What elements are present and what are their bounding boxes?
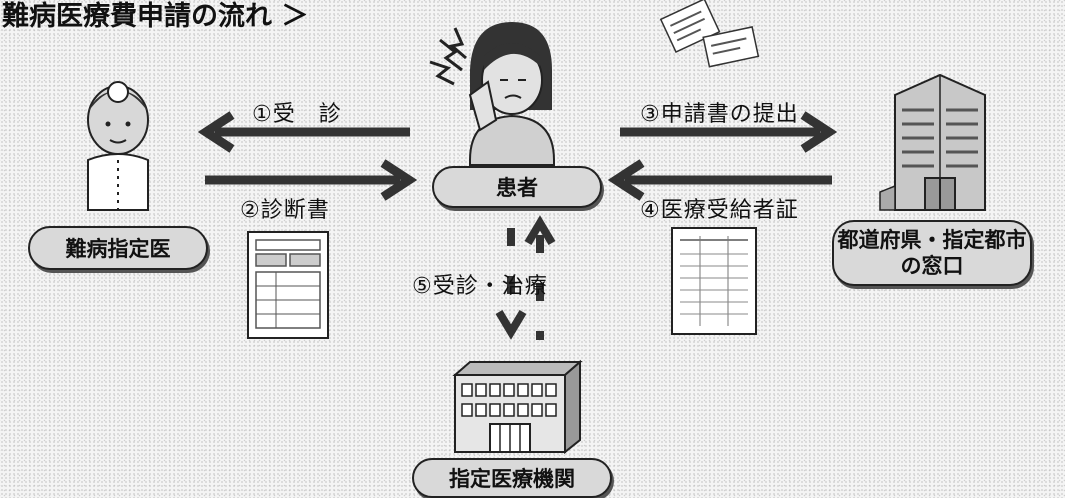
step5-label: ⑤受診・治療 [412, 274, 548, 299]
doctor-icon [87, 81, 149, 211]
diagnosis-document-icon [247, 231, 329, 339]
node-prefecture-office-line1: 都道府県・指定都市 [837, 228, 1027, 252]
arrow-step4 [607, 159, 832, 201]
arrow-step1 [197, 111, 410, 153]
node-designated-institution: 指定医療機関 [412, 458, 612, 498]
step3-label: ③申請書の提出 [640, 102, 799, 127]
node-designated-doctor-label: 難病指定医 [65, 237, 171, 261]
patient-icon [429, 22, 555, 166]
arrow-step2 [205, 159, 418, 201]
application-form-icon [659, 0, 760, 68]
arrow-step5-down [495, 228, 527, 340]
step4-label: ④医療受給者証 [640, 198, 799, 223]
hospital-building-icon [452, 359, 583, 455]
government-building-icon [879, 73, 986, 211]
node-prefecture-office: 都道府県・指定都市 の窓口 [832, 220, 1032, 286]
node-patient: 患者 [432, 166, 602, 208]
node-designated-doctor: 難病指定医 [28, 226, 208, 270]
node-designated-institution-label: 指定医療機関 [449, 467, 575, 491]
arrow-step5-up [524, 215, 556, 340]
step2-label: ②診断書 [240, 198, 330, 223]
node-prefecture-office-line2: の窓口 [900, 254, 964, 278]
certificate-document-icon [671, 227, 757, 335]
node-patient-label: 患者 [496, 176, 538, 200]
arrow-step3 [620, 111, 838, 153]
step1-label: ①受 診 [252, 102, 342, 127]
page-title: 難病医療費申請の流れ ＞ [2, 1, 309, 32]
